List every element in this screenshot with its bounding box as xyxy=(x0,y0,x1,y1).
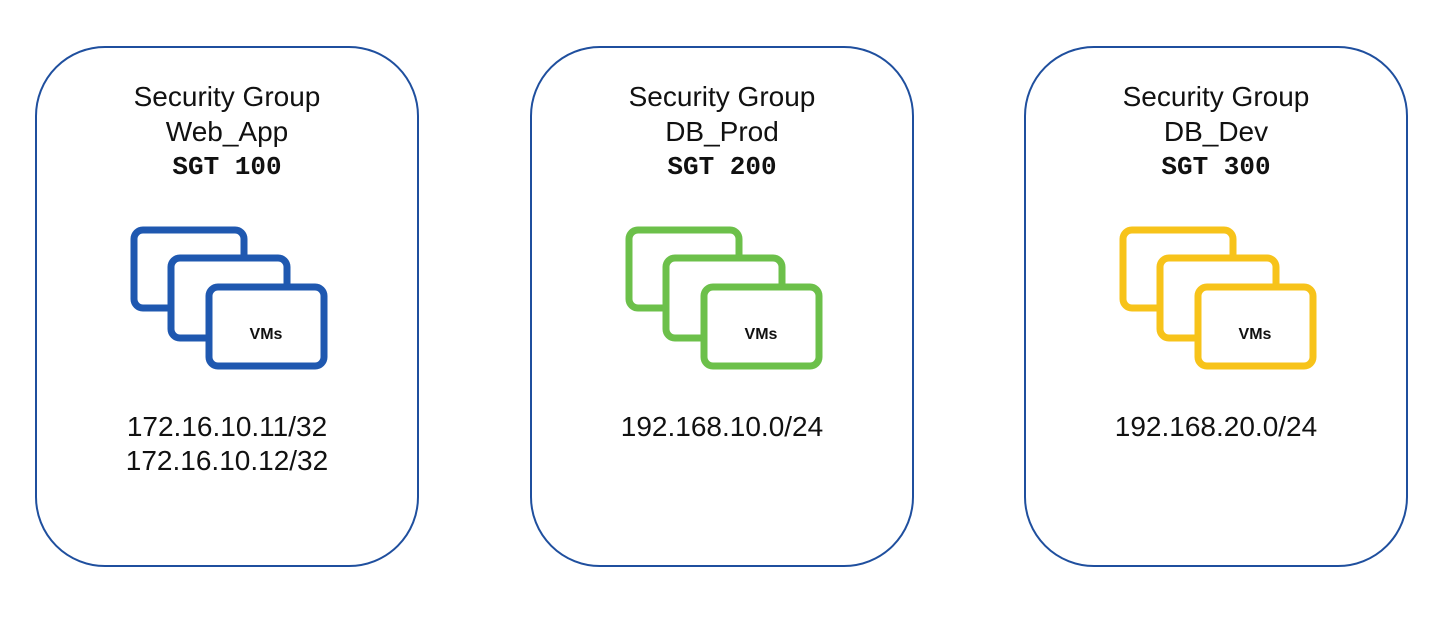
vm-stack-icon: VMs xyxy=(532,218,916,378)
group-name: DB_Prod xyxy=(665,116,779,147)
vm-stack-icon: VMs xyxy=(1026,218,1410,378)
subnet-list: 192.168.10.0/24 xyxy=(532,410,912,444)
vm-front-frame xyxy=(1194,283,1317,370)
subnet: 192.168.20.0/24 xyxy=(1114,411,1318,442)
vm-front-frame xyxy=(700,283,823,370)
vm-front-frame xyxy=(205,283,328,370)
subnet: 172.16.10.11/32 xyxy=(126,411,328,442)
vm-stack-icon: VMs xyxy=(37,218,421,378)
group-title: Security Group xyxy=(628,81,816,112)
group-title: Security Group xyxy=(133,81,321,112)
security-group-card: Security Group DB_Prod SGT 200 VMs 192.1… xyxy=(530,46,914,567)
security-group-card: Security Group Web_App SGT 100 VMs 172.1… xyxy=(35,46,419,567)
security-group-card: Security Group DB_Dev SGT 300 VMs 192.16… xyxy=(1024,46,1408,567)
vm-label: VMs xyxy=(745,326,778,343)
group-title: Security Group xyxy=(1122,81,1310,112)
subnet-list: 172.16.10.11/32 172.16.10.12/32 xyxy=(37,410,417,478)
sgt-tag: SGT 200 xyxy=(667,152,777,182)
sgt-tag: SGT 300 xyxy=(1161,152,1271,182)
group-name: Web_App xyxy=(165,116,289,147)
vm-label: VMs xyxy=(250,326,283,343)
subnet: 192.168.10.0/24 xyxy=(620,411,824,442)
vm-label: VMs xyxy=(1239,326,1272,343)
subnet: 172.16.10.12/32 xyxy=(125,445,329,476)
group-name: DB_Dev xyxy=(1163,116,1269,147)
sgt-tag: SGT 100 xyxy=(172,152,282,182)
subnet-list: 192.168.20.0/24 xyxy=(1026,410,1406,444)
